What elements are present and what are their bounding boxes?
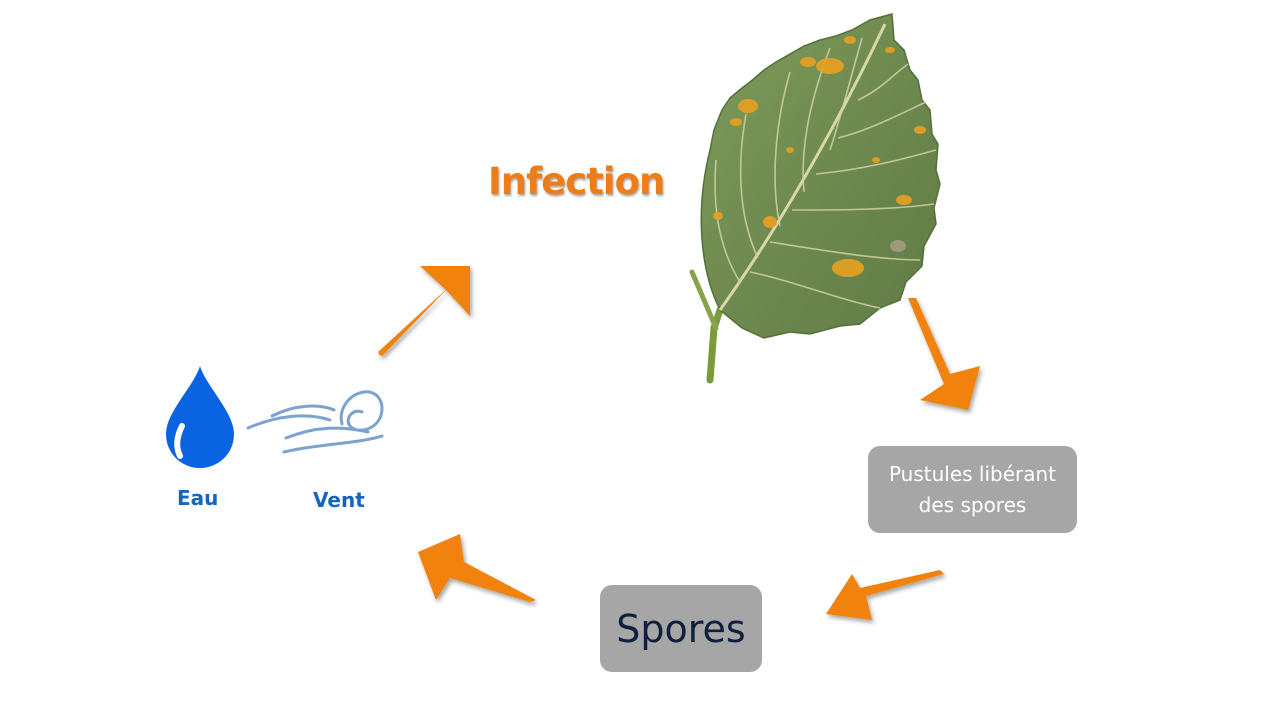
leaf-midrib [718, 23, 887, 311]
pustules-label-line1: Pustules libérant [888, 461, 1057, 486]
arrow-to-spores [826, 570, 944, 620]
leaf-stipule [689, 269, 719, 331]
water-drop-icon [166, 366, 234, 468]
arrow-to-pustules [908, 298, 980, 410]
pustules-box: Pustules libérant des spores [868, 446, 1077, 533]
spores-label: Spores [616, 606, 746, 651]
leaf-veins [714, 37, 937, 309]
leaf-icon [689, 13, 941, 384]
pustules-label-line2: des spores [918, 492, 1027, 517]
rust-spots [713, 36, 926, 277]
arrow-to-dispersal [418, 534, 536, 602]
spores-box: Spores [600, 585, 762, 672]
infection-title: Infection [488, 160, 665, 203]
vent-label: Vent [313, 488, 365, 512]
wind-icon [246, 390, 384, 454]
eau-label: Eau [177, 486, 219, 510]
